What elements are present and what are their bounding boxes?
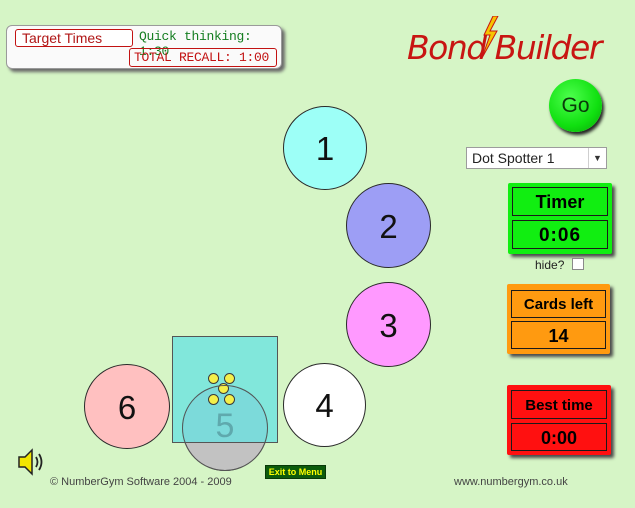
lightning-bolt-icon	[481, 16, 499, 58]
quick-thinking-target: Quick thinking: 1:30	[139, 29, 252, 59]
target-times-title: Target Times	[15, 29, 133, 47]
exit-to-menu-button[interactable]: Exit to Menu	[265, 465, 326, 479]
number-card-6[interactable]: 6	[84, 364, 170, 449]
number-card-5-label: 5	[215, 407, 235, 445]
app-logo: Bond Builder	[407, 28, 602, 67]
hide-timer-label: hide?	[535, 258, 565, 272]
cards-left-value: 14	[511, 321, 606, 349]
hide-timer-checkbox[interactable]	[572, 258, 584, 270]
copyright-text: © NumberGym Software 2004 - 2009	[50, 476, 232, 488]
cards-left-title: Cards left	[511, 290, 606, 318]
timer-value: 0:06	[512, 220, 608, 249]
total-recall-target: TOTAL RECALL: 1:00	[129, 48, 277, 67]
speaker-icon[interactable]	[17, 447, 47, 477]
timer-panel: Timer 0:06	[508, 183, 612, 254]
dot	[224, 373, 235, 384]
target-times-panel: Target Times Quick thinking: 1:30 TOTAL …	[6, 25, 282, 69]
number-card-1[interactable]: 1	[283, 106, 367, 190]
game-mode-select-value: Dot Spotter 1	[472, 150, 555, 166]
best-time-value: 0:00	[511, 423, 607, 451]
number-card-4[interactable]: 4	[283, 363, 366, 447]
website-link[interactable]: www.numbergym.co.uk	[454, 476, 568, 488]
go-button[interactable]: Go	[549, 79, 602, 132]
number-card-5-outline	[182, 385, 268, 471]
number-card-2[interactable]: 2	[346, 183, 431, 268]
game-mode-select[interactable]: Dot Spotter 1 ▼	[466, 147, 607, 169]
chevron-down-icon[interactable]: ▼	[588, 148, 606, 168]
dot	[208, 373, 219, 384]
best-time-title: Best time	[511, 390, 607, 419]
cards-left-panel: Cards left 14	[507, 284, 610, 354]
number-card-3[interactable]: 3	[346, 282, 431, 367]
best-time-panel: Best time 0:00	[507, 385, 611, 455]
timer-title: Timer	[512, 187, 608, 216]
